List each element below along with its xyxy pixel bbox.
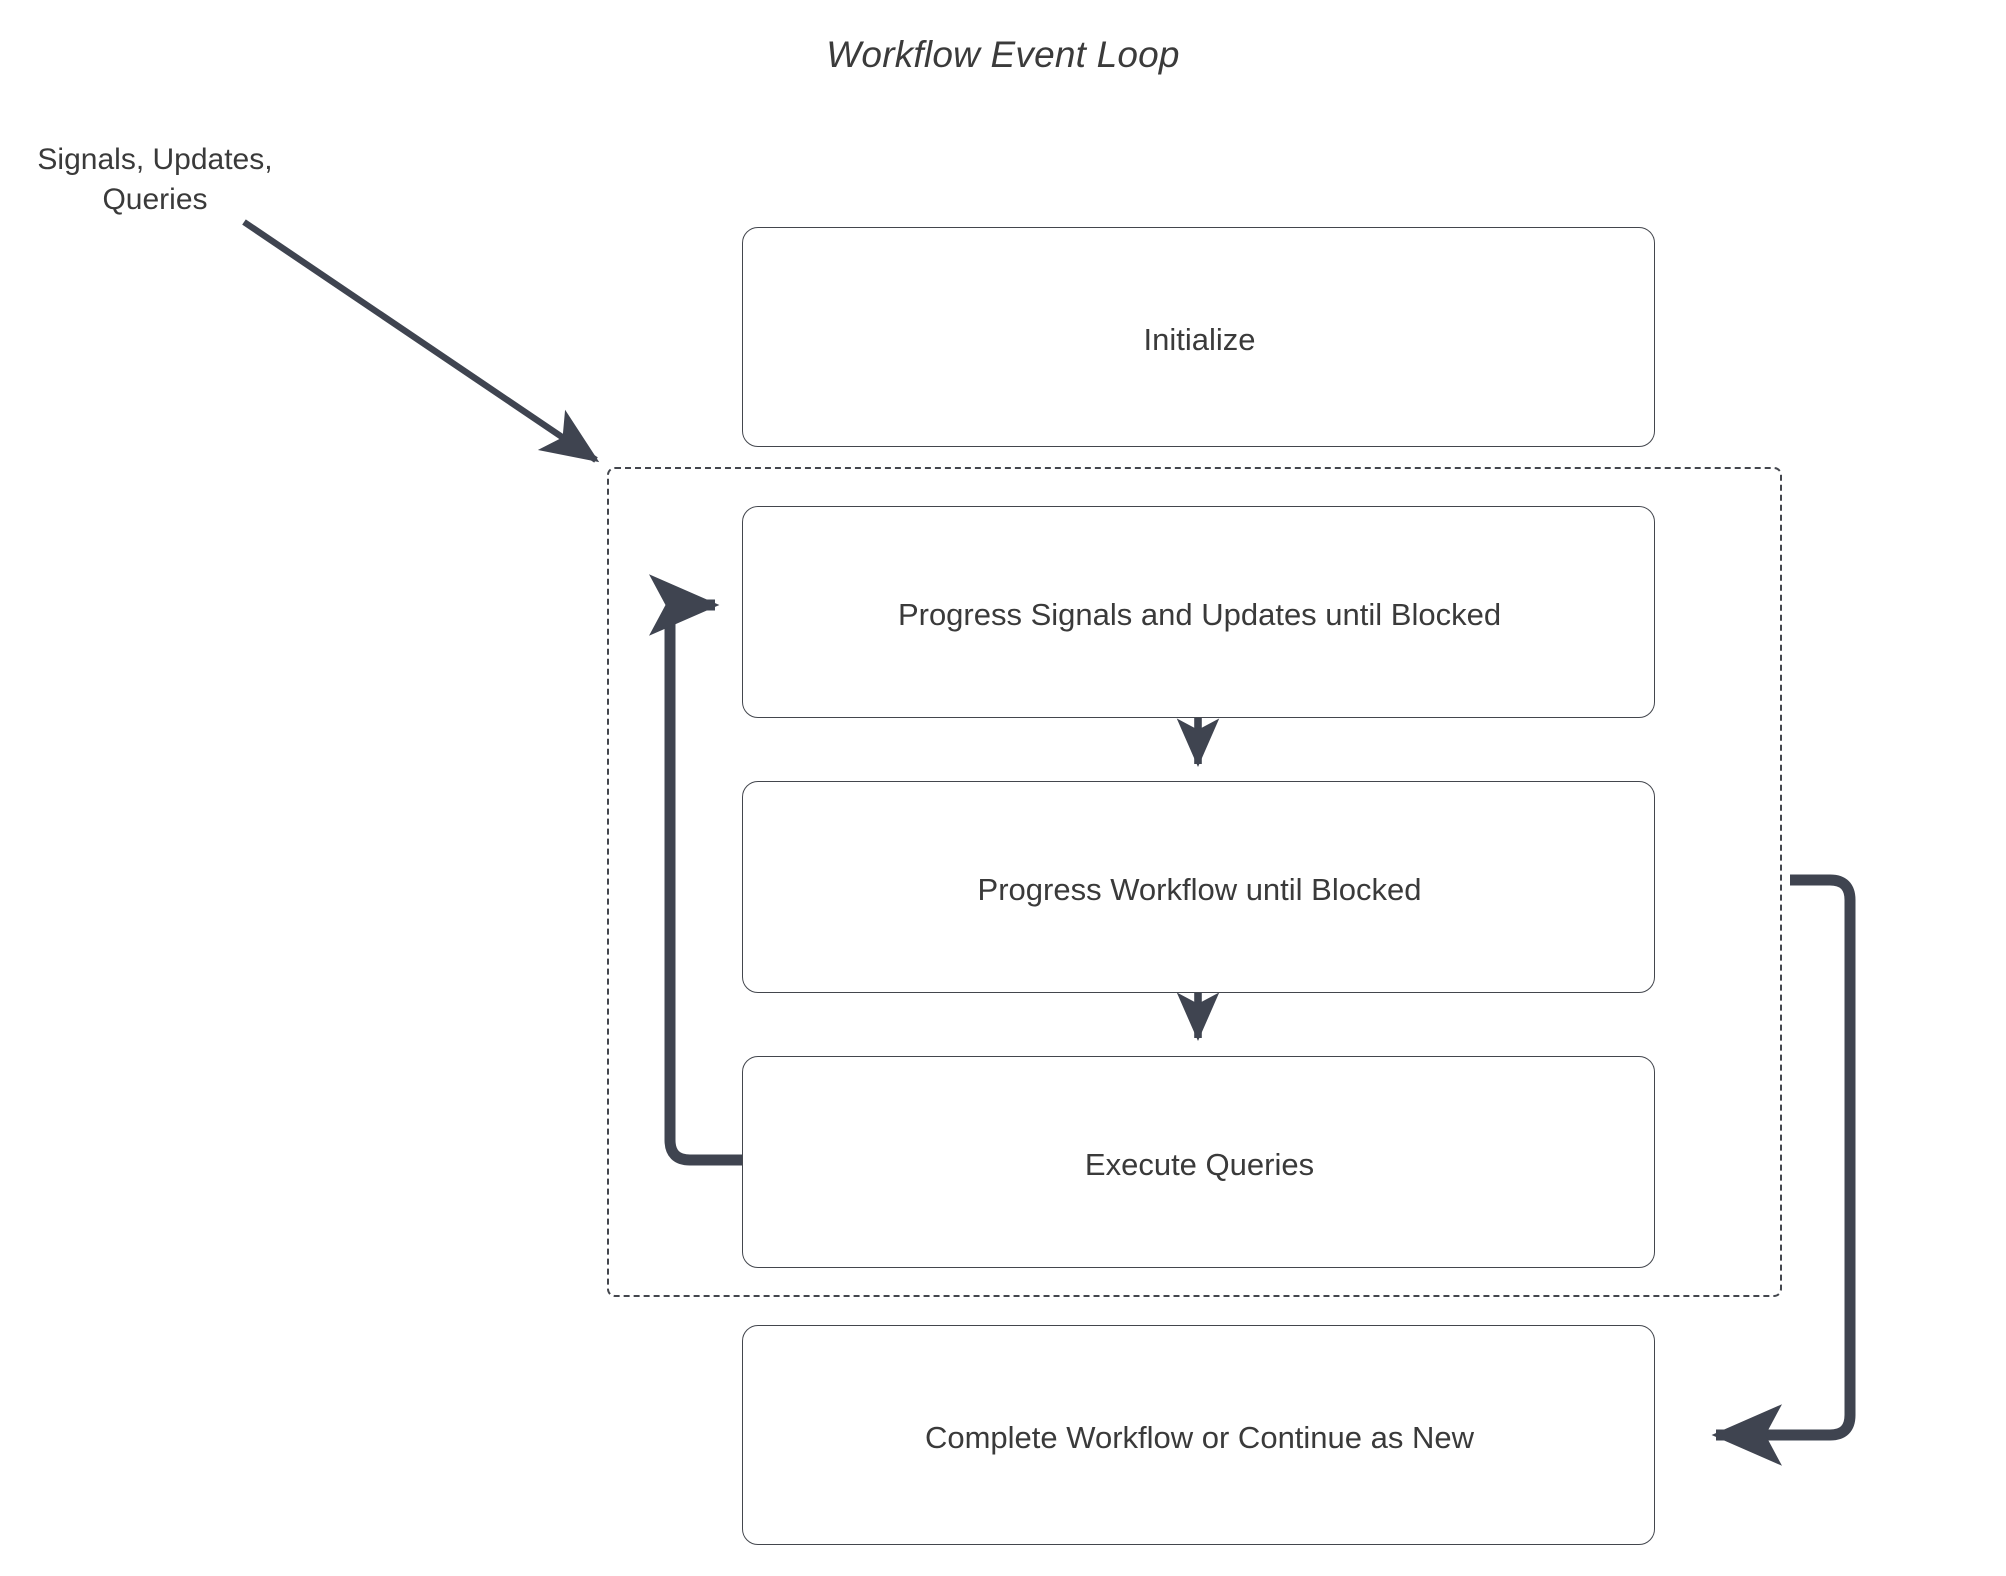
arrow-loop-exit-to-complete-workflow — [1711, 874, 1856, 1466]
external-input-label-line1: Signals, Updates, — [37, 143, 273, 176]
node-progress-workflow[interactable]: Progress Workflow until Blocked — [742, 781, 1655, 993]
external-input-label-line2: Queries — [102, 182, 208, 216]
node-progress-signals-label: Progress Signals and Updates until Block… — [897, 597, 1502, 632]
page-title: Workflow Event Loop — [826, 34, 1180, 75]
arrow-external-input-to-loop — [242, 219, 600, 463]
node-execute-queries[interactable]: Execute Queries — [742, 1056, 1655, 1268]
node-progress-workflow-label: Progress Workflow until Blocked — [977, 872, 1422, 907]
external-input-label: Signals, Updates, Queries — [10, 140, 300, 220]
node-execute-queries-label: Execute Queries — [1084, 1147, 1315, 1182]
node-complete-workflow-label: Complete Workflow or Continue as New — [924, 1420, 1475, 1455]
loop-container — [607, 467, 1782, 1297]
node-complete-workflow[interactable]: Complete Workflow or Continue as New — [742, 1325, 1655, 1545]
arrow-loop-back-execute-queries-to-progress-signals — [649, 574, 742, 1166]
node-progress-signals[interactable]: Progress Signals and Updates until Block… — [742, 506, 1655, 718]
node-initialize-label: Initialize — [1143, 322, 1256, 357]
node-initialize[interactable]: Initialize — [742, 227, 1655, 447]
